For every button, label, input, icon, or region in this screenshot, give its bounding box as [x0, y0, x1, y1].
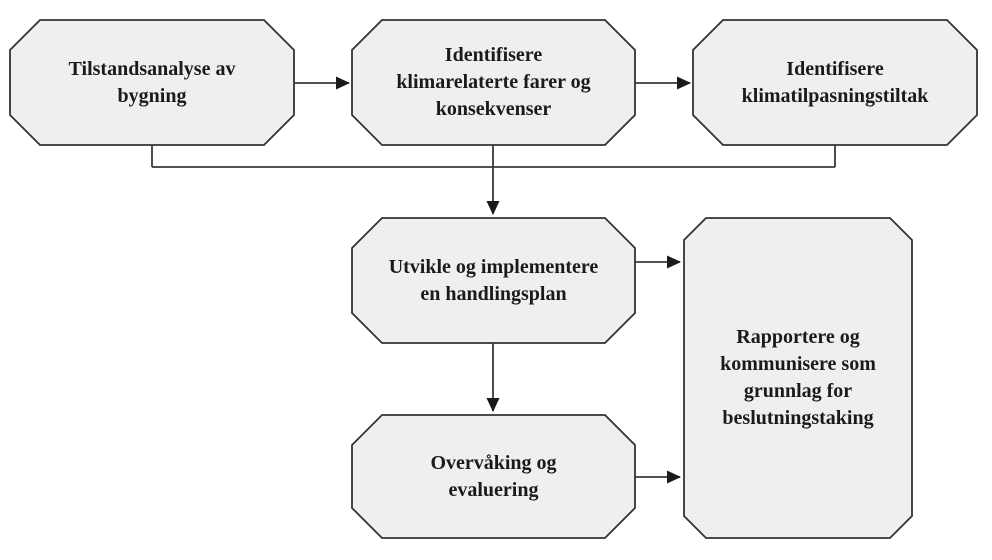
node-shape-farer [351, 19, 636, 146]
node-shape-rapportere [683, 217, 913, 539]
node-shape-overvaking [351, 414, 636, 539]
node-shape-tilstandsanalyse [9, 19, 295, 146]
node-shape-tiltak [692, 19, 978, 146]
node-shape-handlingsplan [351, 217, 636, 344]
